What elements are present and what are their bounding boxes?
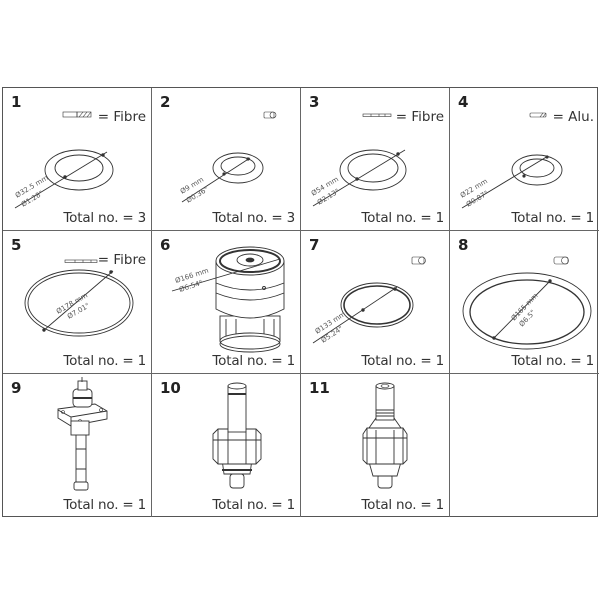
part-cell-1: Ø32.5 mm Ø1.28" 1 = Fibre Total no. = 3 xyxy=(3,88,152,231)
part-number: 1 xyxy=(11,93,22,111)
total-count: Total no. = 1 xyxy=(361,353,444,369)
alu-gasket-section-icon xyxy=(529,112,547,118)
part-cell-9: 9 Total no. = 1 xyxy=(3,374,152,517)
material-label: = Fibre xyxy=(97,109,146,125)
total-count: Total no. = 1 xyxy=(212,497,295,513)
fibre-gasket-drawing: Ø54 mm Ø2.13" xyxy=(310,113,407,207)
part-number: 8 xyxy=(458,236,469,254)
o-ring-drawing: Ø9 mm Ø0.36" xyxy=(179,111,277,205)
part-number: 7 xyxy=(309,236,320,254)
total-count: Total no. = 1 xyxy=(361,497,444,513)
fibre-gasket-section-icon xyxy=(362,113,392,117)
part-number: 5 xyxy=(11,236,22,254)
total-count: Total no. = 1 xyxy=(361,210,444,226)
empty-cell xyxy=(450,374,599,517)
part-cell-8: Ø165 mm Ø6.5" 8 Total no. = 1 xyxy=(450,231,599,374)
part-cell-10: 10 Total no. = 1 xyxy=(152,374,301,517)
pilot-valve-assembly-drawing xyxy=(57,377,108,491)
fibre-gasket-drawing: Ø32.5 mm Ø1.28" xyxy=(14,111,114,209)
part-number: 6 xyxy=(160,236,171,254)
material-label: = Fibre xyxy=(395,109,444,125)
part-number: 11 xyxy=(309,379,330,397)
fibre-gasket-section-icon xyxy=(64,259,98,263)
total-count: Total no. = 1 xyxy=(63,497,146,513)
part-cell-4: Ø22 mm Ø0.87" 4 = Alu. Total no. = 1 xyxy=(450,88,599,231)
material-label: = Fibre xyxy=(97,252,146,268)
part-cell-7: Ø133 mm Ø5.24" 7 Total no. = 1 xyxy=(301,231,450,374)
o-ring-section-icon xyxy=(263,111,277,119)
solenoid-armature-tube-drawing xyxy=(362,382,408,489)
part-number: 2 xyxy=(160,93,171,111)
total-count: Total no. = 3 xyxy=(63,210,146,226)
o-ring-drawing: Ø133 mm Ø5.24" xyxy=(312,256,426,345)
total-count: Total no. = 1 xyxy=(63,353,146,369)
part-cell-11: 11 Total no. = 1 xyxy=(301,374,450,517)
total-count: Total no. = 1 xyxy=(511,210,594,226)
o-ring-drawing: Ø165 mm Ø6.5" xyxy=(462,256,592,350)
total-count: Total no. = 1 xyxy=(212,353,295,369)
spare-parts-grid: Ø32.5 mm Ø1.28" 1 = Fibre Total no. = 3 … xyxy=(2,87,599,517)
part-number: 4 xyxy=(458,93,469,111)
material-label: = Alu. xyxy=(552,109,594,125)
valve-insert-drawing: Ø166 mm Ø6.54" xyxy=(171,246,285,353)
part-number: 10 xyxy=(160,379,181,397)
o-ring-section-icon xyxy=(553,256,569,265)
fibre-gasket-drawing: Ø178 mm Ø7.01" xyxy=(24,259,134,337)
solenoid-armature-tube-drawing xyxy=(212,382,262,489)
o-ring-section-icon xyxy=(411,256,426,265)
total-count: Total no. = 3 xyxy=(212,210,295,226)
part-number: 9 xyxy=(11,379,22,397)
part-cell-3: Ø54 mm Ø2.13" 3 = Fibre Total no. = 1 xyxy=(301,88,450,231)
part-number: 3 xyxy=(309,93,320,111)
alu-gasket-drawing: Ø22 mm Ø0.87" xyxy=(459,112,563,209)
part-cell-5: Ø178 mm Ø7.01" 5 = Fibre Total no. = 1 xyxy=(3,231,152,374)
part-cell-6: Ø166 mm Ø6.54" 6 Total no. = 1 xyxy=(152,231,301,374)
part-cell-2: Ø9 mm Ø0.36" 2 Total no. = 3 xyxy=(152,88,301,231)
total-count: Total no. = 1 xyxy=(511,353,594,369)
fibre-gasket-section-icon xyxy=(62,111,92,118)
